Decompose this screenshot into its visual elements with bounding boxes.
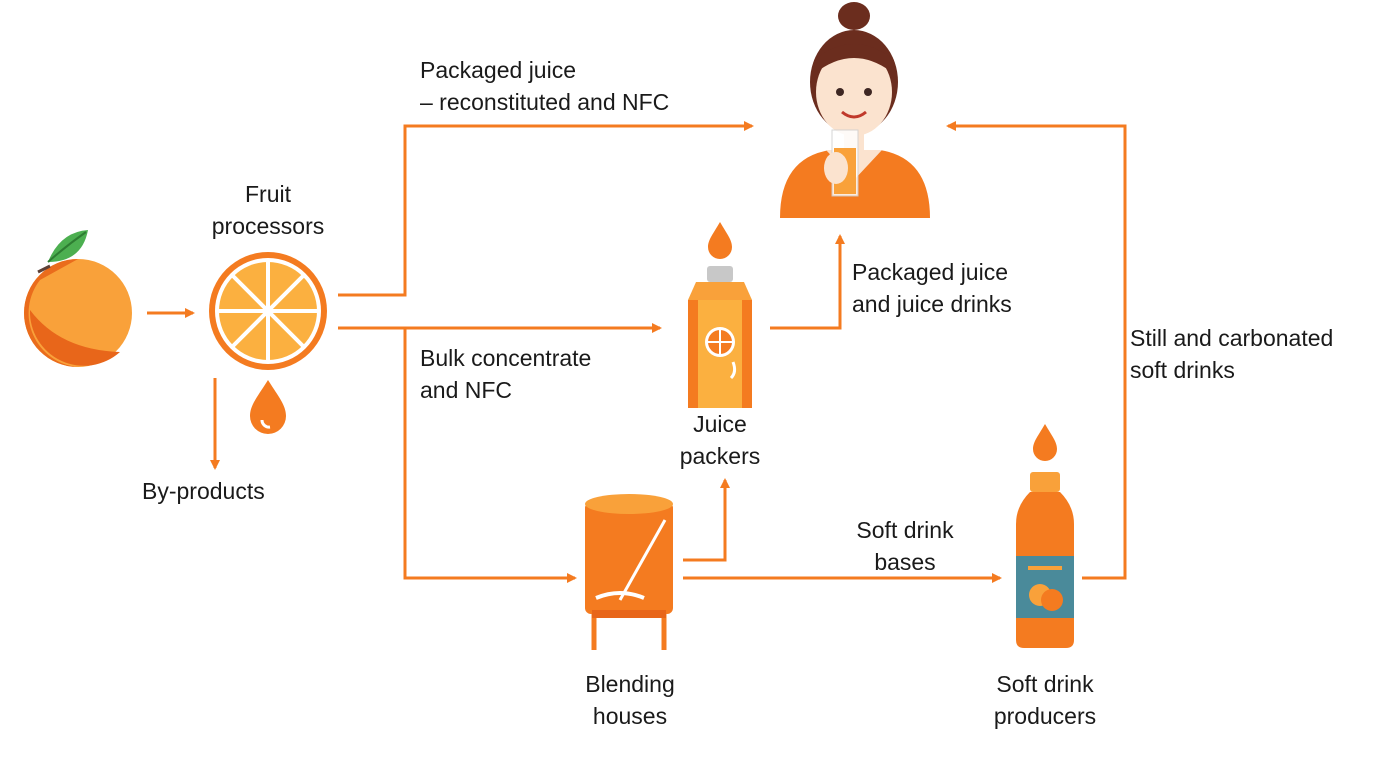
orange-slice-icon xyxy=(209,252,327,370)
flow-bulk-concentrate-line2: and NFC xyxy=(420,377,513,403)
flow-label-packaged-juice-nfc: Packaged juice – reconstituted and NFC xyxy=(420,54,669,118)
juice-packers-line1: Juice xyxy=(693,411,747,437)
flow-packaged-juice-nfc-line2: – reconstituted and NFC xyxy=(420,89,670,115)
fruit-processors-line2: processors xyxy=(211,213,325,239)
by-products-text: By-products xyxy=(142,478,265,504)
flow-bulk-concentrate-line1: Bulk concentrate xyxy=(420,345,592,371)
arrow-softdrink-to-consumer xyxy=(946,121,1127,580)
flow-label-bulk-concentrate: Bulk concentrate and NFC xyxy=(420,342,591,406)
arrow-packers-to-consumer xyxy=(770,234,845,330)
flow-soft-drink-bases-line1: Soft drink xyxy=(856,517,954,543)
blending-houses-label: Blending houses xyxy=(555,668,705,732)
arrow-blending-to-packers xyxy=(683,478,730,562)
juice-packers-label: Juice packers xyxy=(660,408,780,472)
flow-still-carbonated-line1: Still and carbonated xyxy=(1130,325,1334,351)
arrow-processor-to-consumer xyxy=(338,121,754,297)
woman-drinking-juice-icon xyxy=(780,2,930,218)
by-products-label: By-products xyxy=(142,475,265,507)
mixing-tank-icon xyxy=(585,494,673,650)
blending-houses-line2: houses xyxy=(592,703,668,729)
blending-houses-line1: Blending xyxy=(585,671,675,697)
flow-still-carbonated-line2: soft drinks xyxy=(1130,357,1235,383)
flow-label-packaged-juice-drinks: Packaged juice and juice drinks xyxy=(852,256,1012,320)
juice-packers-line2: packers xyxy=(679,443,761,469)
orange-fruit-icon xyxy=(24,230,132,367)
soft-drink-producers-line1: Soft drink xyxy=(996,671,1094,697)
flow-packaged-juice-nfc-line1: Packaged juice xyxy=(420,57,576,83)
soft-drink-producers-label: Soft drink producers xyxy=(965,668,1125,732)
flow-label-still-carbonated: Still and carbonated soft drinks xyxy=(1130,322,1333,386)
flow-packaged-juice-drinks-line2: and juice drinks xyxy=(852,291,1012,317)
flow-packaged-juice-drinks-line1: Packaged juice xyxy=(852,259,1008,285)
fruit-processors-label: Fruit processors xyxy=(198,178,338,242)
arrow-processor-to-blending xyxy=(403,328,577,583)
fruit-processors-line1: Fruit xyxy=(245,181,291,207)
juice-drop-icon xyxy=(250,380,286,434)
flow-label-soft-drink-bases: Soft drink bases xyxy=(830,514,980,578)
soda-bottle-icon xyxy=(1016,424,1074,648)
soft-drink-producers-line2: producers xyxy=(993,703,1097,729)
flow-soft-drink-bases-line2: bases xyxy=(874,549,936,575)
juice-carton-icon xyxy=(688,222,752,408)
